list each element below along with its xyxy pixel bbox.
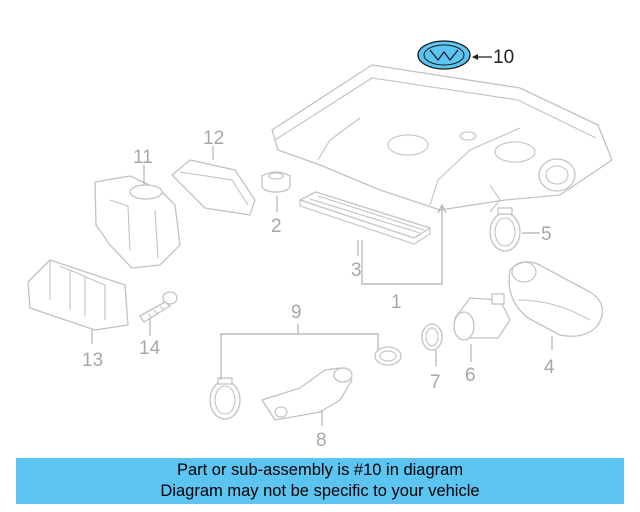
label-3: 3 [351,260,362,281]
info-banner: Part or sub-assembly is #10 in diagram D… [16,458,624,504]
label-2: 2 [271,216,282,237]
part-11-air-box [94,175,181,269]
part-2-grommet [261,171,291,193]
label-4: 4 [544,357,555,378]
part-7-o-ring [421,323,443,351]
part-13-intake-box [27,259,129,331]
leader-1-arrow [437,203,447,214]
label-12: 12 [203,128,224,149]
label-5: 5 [541,224,552,245]
label-7: 7 [430,372,441,393]
part-6-air-flow-sensor [453,293,511,341]
parts-diagram: 10 1 2 3 4 5 [27,40,613,451]
part-12-cover-panel [171,159,256,216]
part-14-screw [139,291,178,323]
part-9-clamp-right [374,346,402,366]
label-13: 13 [82,350,103,371]
part-3-air-filter [299,191,431,245]
banner-line-1: Part or sub-assembly is #10 in diagram [176,461,464,479]
part-5-clamp [489,207,521,252]
label-14: 14 [139,338,161,359]
part-9-clamp-left [209,377,241,420]
part-10-emblem[interactable] [417,40,471,70]
label-11: 11 [133,147,153,168]
label-8: 8 [316,430,327,451]
leader-9 [220,324,379,380]
leader-10-arrow [472,54,478,60]
part-8-intake-duct [261,367,353,421]
part-4-intake-hose [508,261,604,337]
label-1: 1 [391,292,402,313]
label-9: 9 [291,302,302,323]
label-6: 6 [465,365,476,386]
leader-1 [361,207,443,285]
label-10: 10 [493,47,514,68]
part-1-engine-cover [271,64,613,213]
banner-line-2: Diagram may not be specific to your vehi… [160,482,480,500]
